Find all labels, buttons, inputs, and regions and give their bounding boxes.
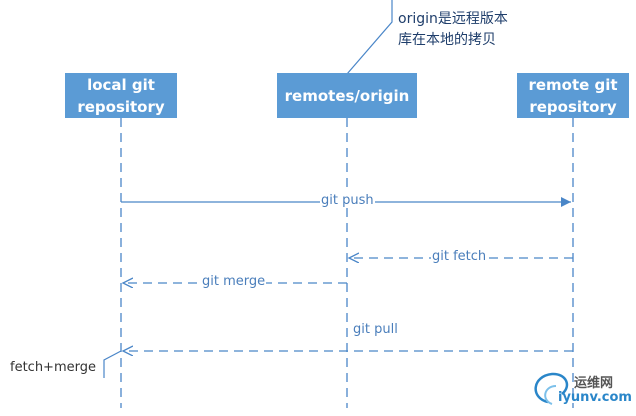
label-git-push: git push <box>320 193 375 208</box>
origin-note: origin是远程版本 库在本地的拷贝 <box>398 11 508 48</box>
node-remotes-origin: remotes/origin <box>277 73 417 118</box>
side-note-connector <box>103 350 122 378</box>
node-remote-git-repository: remote git repository <box>517 73 629 118</box>
note-connector <box>346 0 393 75</box>
label-git-fetch: git fetch <box>431 249 488 264</box>
watermark-logo-icon <box>534 372 569 405</box>
label-git-merge: git merge <box>201 274 267 289</box>
fetch-merge-note: fetch+merge <box>10 360 96 375</box>
node-local-label: local git repository <box>77 75 165 116</box>
node-remotes-label: remotes/origin <box>284 86 410 105</box>
watermark-cn-text: 运维网 <box>574 376 614 391</box>
watermark: 运维网 iyunv.com <box>528 368 632 412</box>
node-remote-label: remote git repository <box>528 75 618 116</box>
label-git-pull: git pull <box>352 322 399 337</box>
watermark-en-text: iyunv.com <box>558 390 632 405</box>
node-local-git-repository: local git repository <box>65 73 177 118</box>
